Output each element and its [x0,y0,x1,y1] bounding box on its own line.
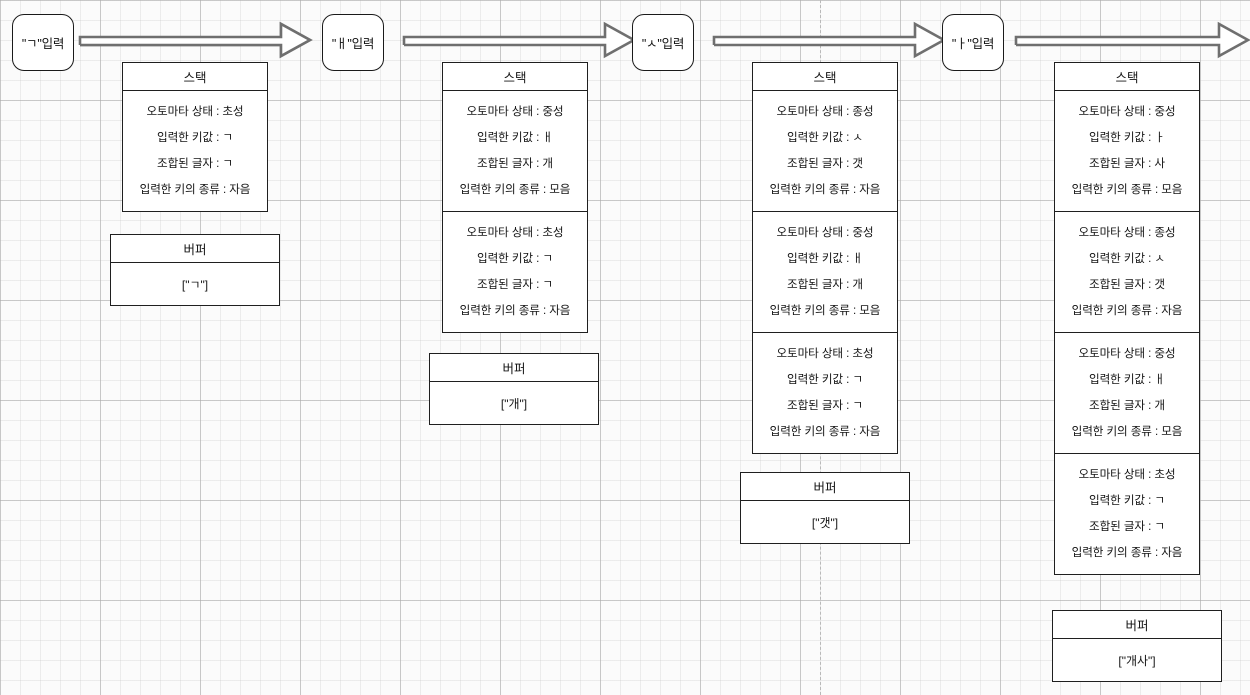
stack-frame-row: 오토마타 상태 : 초성 [466,225,564,239]
stack-panel-4: 스택 오토마타 상태 : 중성 입력한 키값 : ㅏ 조합된 글자 : 사 입력… [1054,62,1200,575]
key-node-2-label: "ㅐ"입력 [331,37,375,51]
key-node-3[interactable]: "ㅅ"입력 [632,14,694,71]
key-node-3-label: "ㅅ"입력 [641,37,685,51]
key-node-2[interactable]: "ㅐ"입력 [322,14,384,71]
stack-frame: 오토마타 상태 : 초성 입력한 키값 : ㄱ 조합된 글자 : ㄱ 입력한 키… [1055,454,1199,574]
key-node-1-label: "ㄱ"입력 [21,37,65,51]
buffer-panel-4: 버퍼 ["개사"] [1052,610,1222,682]
stack-frame-row: 오토마타 상태 : 초성 [146,104,244,118]
stack-frame-row: 조합된 글자 : 개 [477,156,553,170]
stack-frame-row: 조합된 글자 : ㄱ [787,398,863,412]
stack-frame-row: 오토마타 상태 : 중성 [466,104,564,118]
stack-frame-row: 조합된 글자 : ㄱ [477,277,553,291]
buffer-panel-2: 버퍼 ["개"] [429,353,599,425]
stack-frames-2: 오토마타 상태 : 중성 입력한 키값 : ㅐ 조합된 글자 : 개 입력한 키… [443,91,587,332]
flow-arrow-2 [400,16,638,64]
stack-frame-row: 입력한 키값 : ㄱ [157,130,233,144]
stack-frame-row: 오토마타 상태 : 중성 [1078,104,1176,118]
stack-frames-3: 오토마타 상태 : 종성 입력한 키값 : ㅅ 조합된 글자 : 갯 입력한 키… [753,91,897,453]
stack-frame-row: 조합된 글자 : ㄱ [1089,519,1165,533]
stack-frame-row: 입력한 키의 종류 : 자음 [459,303,571,317]
buffer-panel-4-value: ["개사"] [1118,653,1156,668]
stack-panel-1: 스택 오토마타 상태 : 초성 입력한 키값 : ㄱ 조합된 글자 : ㄱ 입력… [122,62,268,212]
stack-frame-row: 입력한 키값 : ㄱ [1089,493,1165,507]
stack-frame-row: 입력한 키값 : ㅐ [1089,372,1165,386]
stack-frame-row: 조합된 글자 : 갯 [1089,277,1165,291]
flow-arrow-4 [1012,16,1250,64]
stack-frame-row: 입력한 키값 : ㄱ [477,251,553,265]
buffer-panel-3: 버퍼 ["갯"] [740,472,910,544]
stack-panel-2-header: 스택 [443,63,587,91]
stack-frame-row: 오토마타 상태 : 초성 [776,346,874,360]
buffer-panel-2-value: ["개"] [500,396,528,411]
key-node-4[interactable]: "ㅏ"입력 [942,14,1004,71]
stack-frame-row: 입력한 키의 종류 : 모음 [769,303,881,317]
stack-frame: 오토마타 상태 : 초성 입력한 키값 : ㄱ 조합된 글자 : ㄱ 입력한 키… [443,212,587,332]
stack-frame-row: 조합된 글자 : 갯 [787,156,863,170]
stack-frame-row: 입력한 키의 종류 : 자음 [139,182,251,196]
stack-frame-row: 입력한 키의 종류 : 모음 [1071,182,1183,196]
flow-arrow-3 [710,16,948,64]
stack-frame-row: 오토마타 상태 : 종성 [776,104,874,118]
stack-frame-row: 입력한 키값 : ㅏ [1089,130,1165,144]
stack-frame-row: 입력한 키값 : ㅐ [787,251,863,265]
stack-frames-4: 오토마타 상태 : 중성 입력한 키값 : ㅏ 조합된 글자 : 사 입력한 키… [1055,91,1199,574]
stack-frame-row: 입력한 키값 : ㅅ [1089,251,1165,265]
stack-frame-row: 입력한 키값 : ㄱ [787,372,863,386]
stack-panel-3-header: 스택 [753,63,897,91]
stack-frame-row: 입력한 키의 종류 : 모음 [1071,424,1183,438]
stack-frame-row: 입력한 키의 종류 : 자음 [1071,545,1183,559]
stack-frame: 오토마타 상태 : 종성 입력한 키값 : ㅅ 조합된 글자 : 갯 입력한 키… [1055,212,1199,333]
stack-frame-row: 입력한 키의 종류 : 자음 [769,182,881,196]
stack-frame: 오토마타 상태 : 중성 입력한 키값 : ㅏ 조합된 글자 : 사 입력한 키… [1055,91,1199,212]
buffer-panel-1-value: ["ㄱ"] [181,277,209,292]
stack-frame-row: 입력한 키값 : ㅅ [787,130,863,144]
stack-frame-row: 조합된 글자 : ㄱ [157,156,233,170]
stack-frame-row: 오토마타 상태 : 초성 [1078,467,1176,481]
stack-frame: 오토마타 상태 : 중성 입력한 키값 : ㅐ 조합된 글자 : 개 입력한 키… [1055,333,1199,454]
stack-frame-row: 입력한 키값 : ㅐ [477,130,553,144]
stack-frame-row: 조합된 글자 : 개 [1089,398,1165,412]
key-node-1[interactable]: "ㄱ"입력 [12,14,74,71]
stack-frame-row: 오토마타 상태 : 종성 [1078,225,1176,239]
stack-frame: 오토마타 상태 : 초성 입력한 키값 : ㄱ 조합된 글자 : ㄱ 입력한 키… [753,333,897,453]
flow-arrow-1 [76,16,314,64]
key-node-4-label: "ㅏ"입력 [951,37,995,51]
buffer-panel-4-header: 버퍼 [1053,611,1221,639]
stack-frames-1: 오토마타 상태 : 초성 입력한 키값 : ㄱ 조합된 글자 : ㄱ 입력한 키… [123,91,267,211]
stack-frame: 오토마타 상태 : 중성 입력한 키값 : ㅐ 조합된 글자 : 개 입력한 키… [753,212,897,333]
stack-frame-row: 입력한 키의 종류 : 자음 [769,424,881,438]
stack-frame-row: 입력한 키의 종류 : 자음 [1071,303,1183,317]
stack-frame-row: 입력한 키의 종류 : 모음 [459,182,571,196]
stack-panel-3: 스택 오토마타 상태 : 종성 입력한 키값 : ㅅ 조합된 글자 : 갯 입력… [752,62,898,454]
stack-frame: 오토마타 상태 : 중성 입력한 키값 : ㅐ 조합된 글자 : 개 입력한 키… [443,91,587,212]
stack-frame-row: 조합된 글자 : 사 [1089,156,1165,170]
stack-panel-2: 스택 오토마타 상태 : 중성 입력한 키값 : ㅐ 조합된 글자 : 개 입력… [442,62,588,333]
buffer-panel-1-header: 버퍼 [111,235,279,263]
buffer-panel-3-value: ["갯"] [811,515,839,530]
stack-frame: 오토마타 상태 : 초성 입력한 키값 : ㄱ 조합된 글자 : ㄱ 입력한 키… [123,91,267,211]
stack-frame-row: 오토마타 상태 : 중성 [776,225,874,239]
buffer-panel-1: 버퍼 ["ㄱ"] [110,234,280,306]
stack-frame-row: 조합된 글자 : 개 [787,277,863,291]
buffer-panel-2-header: 버퍼 [430,354,598,382]
buffer-panel-3-header: 버퍼 [741,473,909,501]
stack-frame-row: 오토마타 상태 : 중성 [1078,346,1176,360]
stack-frame: 오토마타 상태 : 종성 입력한 키값 : ㅅ 조합된 글자 : 갯 입력한 키… [753,91,897,212]
stack-panel-1-header: 스택 [123,63,267,91]
stack-panel-4-header: 스택 [1055,63,1199,91]
